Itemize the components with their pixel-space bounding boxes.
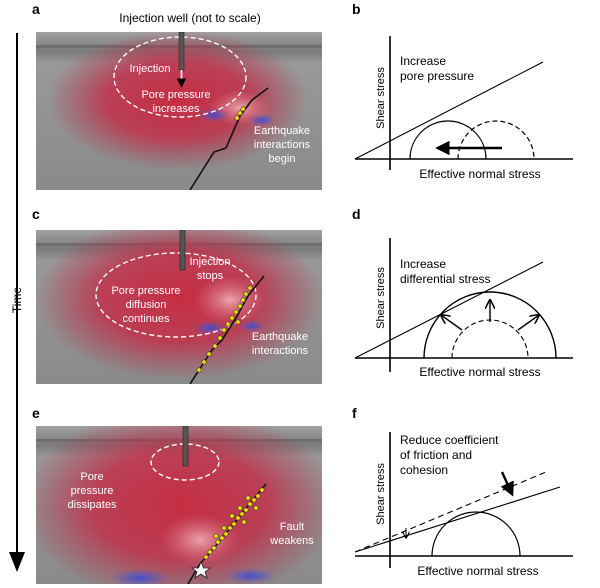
injection-stops-label: Injection bbox=[190, 256, 231, 268]
shear-stress-label: Shear stress bbox=[375, 267, 387, 329]
panel-f-note: cohesion bbox=[400, 463, 448, 477]
pore-pressure-label: Pore pressure bbox=[141, 89, 210, 101]
fault-line bbox=[189, 87, 269, 190]
panel-b-note: pore pressure bbox=[400, 69, 474, 83]
panel-b-mohr-diagram bbox=[354, 36, 573, 170]
panel-e-letter: e bbox=[32, 405, 40, 421]
pressure-zone bbox=[36, 426, 322, 584]
effective-normal-stress-label: Effective normal stress bbox=[417, 564, 538, 578]
pore-dissipates-label: Pore bbox=[80, 471, 103, 483]
seismicity-cluster bbox=[203, 487, 265, 560]
panel-b-letter: b bbox=[352, 1, 361, 17]
earthquake-label: Earthquake bbox=[252, 331, 308, 343]
failure-envelope-reduced bbox=[354, 486, 561, 553]
mohr-circle-dashed bbox=[451, 319, 529, 359]
mohr-circle bbox=[423, 291, 557, 359]
expand-arrow bbox=[441, 315, 463, 331]
panel-c-cross-section bbox=[36, 230, 322, 384]
pore-dissipates-label: dissipates bbox=[68, 499, 117, 511]
stress-lobe bbox=[193, 321, 227, 335]
seismicity-cluster bbox=[196, 285, 253, 373]
pressure-front-dashed bbox=[113, 36, 247, 118]
injection-well-label: Injection well (not to scale) bbox=[119, 11, 260, 25]
pressure-zone bbox=[36, 230, 322, 380]
seismicity-cluster bbox=[234, 106, 246, 121]
pore-diffusion-label: diffusion bbox=[126, 299, 167, 311]
shear-stress-label: Shear stress bbox=[375, 67, 387, 129]
panel-c-letter: c bbox=[32, 206, 40, 222]
pressure-zone bbox=[48, 32, 308, 170]
failure-envelope bbox=[354, 261, 544, 359]
pore-diffusion-label: continues bbox=[122, 313, 170, 325]
stress-lobe bbox=[239, 320, 265, 332]
panel-b-note: Increase bbox=[400, 54, 446, 68]
time-axis: Time bbox=[9, 33, 25, 572]
panel-f-mohr-diagram bbox=[354, 432, 573, 568]
failure-envelope-original-dashed bbox=[354, 471, 547, 553]
rotate-arrow bbox=[500, 471, 514, 497]
panel-a-letter: a bbox=[32, 1, 40, 17]
mohr-circle-dashed bbox=[457, 120, 535, 160]
injection-well-pipe bbox=[178, 32, 185, 71]
injection-well-pipe bbox=[179, 230, 186, 271]
earthquake-label: Earthquake bbox=[254, 125, 310, 137]
pressure-front-dashed bbox=[95, 252, 257, 338]
time-arrow-head bbox=[9, 552, 25, 572]
expand-arrow bbox=[517, 315, 539, 331]
stress-lobe bbox=[198, 108, 230, 122]
pressure-front-dashed bbox=[150, 443, 220, 481]
stress-lobe bbox=[110, 569, 170, 584]
earthquake-label: interactions bbox=[254, 139, 311, 151]
injection-stops-label: stops bbox=[197, 270, 224, 282]
mohr-circle bbox=[431, 511, 521, 557]
injection-label: Injection bbox=[130, 63, 171, 75]
mainshock-star-icon bbox=[190, 560, 212, 579]
fault-weakens-label: Fault bbox=[280, 521, 304, 533]
fault-weakens-label: weakens bbox=[269, 535, 314, 547]
panel-d-note: Increase bbox=[400, 257, 446, 271]
pore-diffusion-label: Pore pressure bbox=[111, 285, 180, 297]
pore-pressure-label: increases bbox=[152, 103, 200, 115]
effective-normal-stress-label: Effective normal stress bbox=[419, 365, 540, 379]
stress-lobe bbox=[248, 114, 276, 126]
panel-a-cross-section bbox=[36, 32, 322, 190]
time-label: Time bbox=[10, 287, 24, 314]
pore-dissipates-label: pressure bbox=[71, 485, 114, 497]
earthquake-label: interactions bbox=[252, 345, 309, 357]
panel-d-letter: d bbox=[352, 206, 361, 222]
panel-d-mohr-diagram bbox=[354, 238, 573, 372]
injection-well-pipe bbox=[182, 426, 189, 467]
earthquake-label: begin bbox=[269, 153, 296, 165]
panel-f-note: of friction and bbox=[400, 448, 472, 462]
failure-envelope bbox=[354, 61, 544, 160]
shear-stress-label: Shear stress bbox=[375, 463, 387, 525]
panel-e-cross-section bbox=[36, 426, 322, 584]
effective-normal-stress-label: Effective normal stress bbox=[419, 167, 540, 181]
mohr-circle bbox=[409, 120, 487, 160]
panel-f-letter: f bbox=[352, 405, 357, 421]
stress-lobe bbox=[224, 568, 276, 584]
panel-d-note: differential stress bbox=[400, 272, 491, 286]
panel-f-note: Reduce coefficient bbox=[400, 433, 499, 447]
